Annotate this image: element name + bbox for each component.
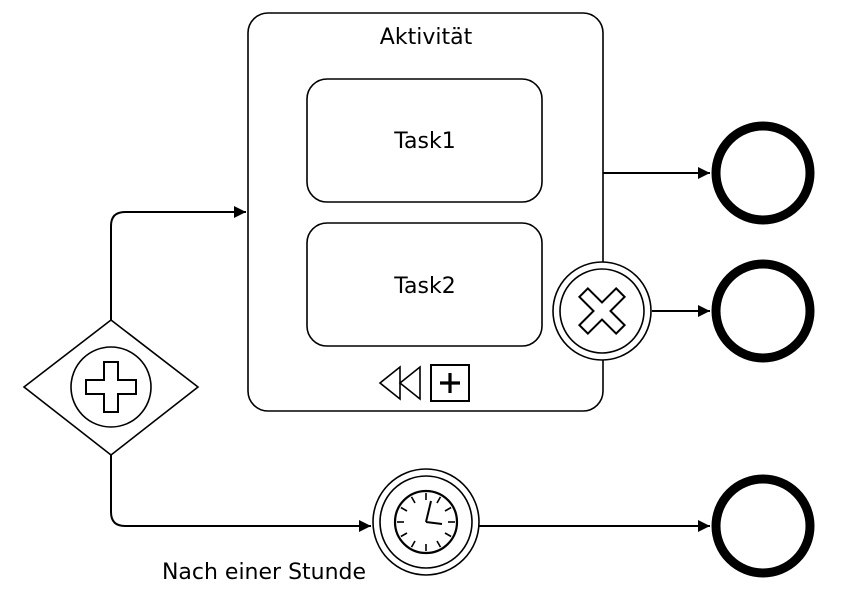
flow-gateway-to-subprocess[interactable] xyxy=(110,206,246,320)
subprocess-label: Aktivität xyxy=(380,25,473,50)
collapsed-subprocess-marker-icon xyxy=(430,364,470,402)
task-2-label: Task2 xyxy=(393,274,455,299)
parallel-gateway[interactable] xyxy=(22,318,200,457)
task-1[interactable]: Task1 xyxy=(306,78,543,203)
end-event-2[interactable] xyxy=(711,259,815,363)
cancel-boundary-event[interactable] xyxy=(552,261,652,361)
cancel-x-icon xyxy=(577,286,627,336)
end-event-1[interactable] xyxy=(711,121,815,225)
plus-icon xyxy=(85,361,137,413)
task-1-label: Task1 xyxy=(393,129,455,154)
compensation-marker-icon xyxy=(378,365,421,401)
end-event-3[interactable] xyxy=(711,474,815,578)
subprocess-aktivitaet[interactable]: Aktivität Task1 Task2 xyxy=(247,12,604,412)
sequence-flows xyxy=(110,167,710,532)
task-2[interactable]: Task2 xyxy=(306,222,543,347)
timer-event-label: Nach einer Stunde xyxy=(162,560,366,585)
flow-gateway-to-timer[interactable] xyxy=(110,455,371,532)
clock-icon xyxy=(393,489,459,555)
timer-event[interactable] xyxy=(372,468,480,576)
